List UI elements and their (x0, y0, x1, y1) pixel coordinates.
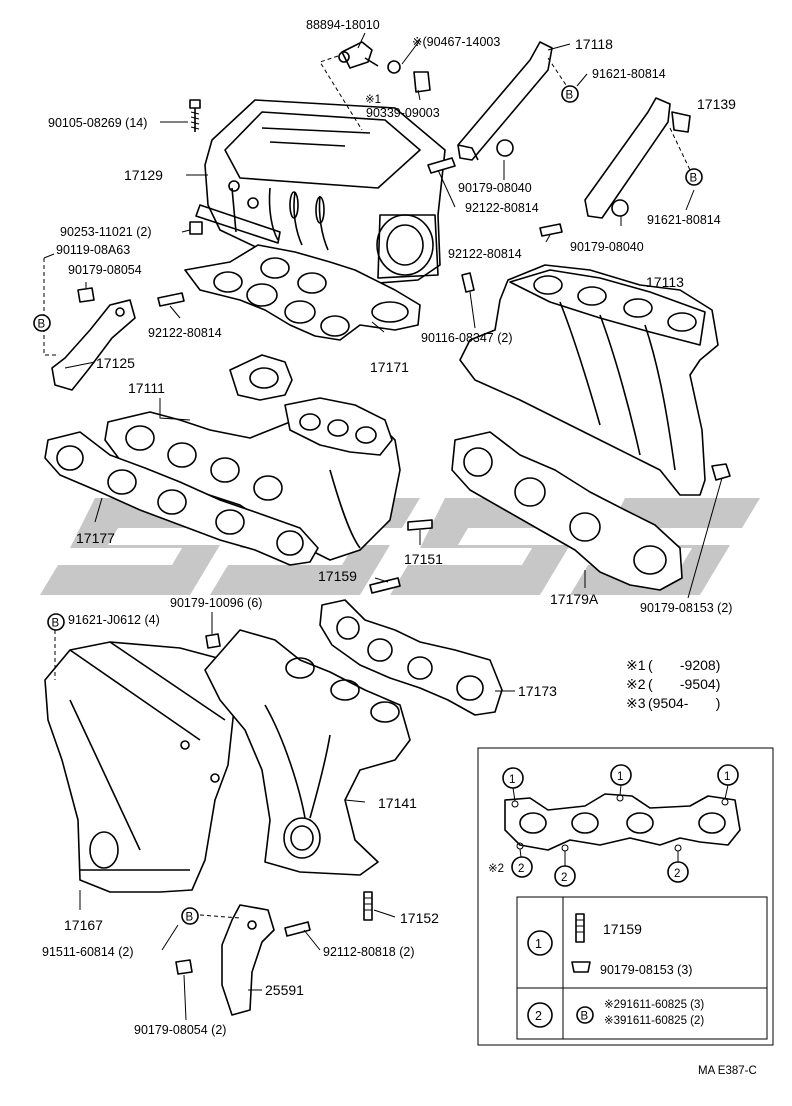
label-90179-08153: 90179-08153 (2) (640, 601, 732, 615)
label-17151: 17151 (404, 551, 443, 567)
circle-b-markers: B B B B B (33, 85, 703, 925)
label-92112-80818: 92112-80818 (2) (323, 945, 415, 959)
diagram-reference: MA E387-C (698, 1065, 757, 1077)
label-17141: 17141 (378, 795, 417, 811)
note-mark-1: ※1 (626, 657, 646, 673)
label-17171: 17171 (370, 359, 409, 375)
note-mark-3: ※3 (626, 695, 646, 711)
label-90179-08040-b: 90179-08040 (570, 240, 644, 254)
label-17179A: 17179A (550, 591, 599, 607)
inset-circle-1-c: 1 (724, 771, 730, 783)
label-17118: 17118 (575, 36, 613, 52)
label-90179-10096: 90179-10096 (6) (170, 596, 262, 610)
label-92122-80814-a: 92122-80814 (465, 201, 539, 215)
label-17159: 17159 (318, 568, 357, 584)
label-90116-08347: 90116-08347 (2) (421, 331, 513, 345)
label-90179-08054-a: 90179-08054 (68, 263, 142, 277)
intake-plenum-17129 (195, 99, 446, 284)
label-17139: 17139 (697, 96, 736, 112)
clip-90253-icon (189, 221, 203, 235)
note-range-3: (9504- ) (648, 695, 720, 711)
label-90467-14003: ※(90467-14003 (412, 35, 500, 49)
exhaust-gasket-17177 (44, 431, 319, 566)
part-labels: 88894-18010 ※(90467-14003 17118 91621-80… (42, 18, 736, 1037)
label-90179-08054-b: 90179-08054 (2) (134, 1023, 226, 1037)
bracket-25591 (221, 904, 275, 1016)
svg-text:B: B (52, 618, 60, 630)
heat-insulator-17167 (44, 641, 236, 893)
label-91511-60814: 91511-60814 (2) (42, 945, 134, 959)
note-range-2: ( -9504) (648, 676, 720, 692)
exhaust-manifold-17113 (459, 264, 719, 496)
inset-gasket-detail: 1 1 1 ※2 2 2 2 1 17159 90179-08153 (3) 2… (477, 747, 774, 1046)
stay-bracket-17118 (457, 41, 553, 161)
stud-17151-icon (407, 519, 433, 531)
leader-lines (43, 32, 723, 1021)
label-17129: 17129 (124, 167, 163, 183)
inset-circle-2-b: 2 (561, 872, 567, 884)
inset-row1-stud: 17159 (603, 921, 642, 937)
note-mark-2: ※2 (626, 676, 646, 692)
inset-row2-line2: ※391611-60825 (2) (604, 1015, 704, 1027)
svg-text:B: B (38, 319, 46, 331)
stud-92122-icon (157, 157, 563, 307)
label-90105-08269: 90105-08269 (14) (48, 116, 147, 130)
inset-circle-1-b: 1 (617, 771, 623, 783)
nut-90179-08153-icon (711, 463, 731, 481)
nut-90179-08054-b-icon (175, 959, 193, 975)
intake-manifold-17111 (104, 354, 401, 561)
label-17125: 17125 (96, 355, 135, 371)
label-92122-80814-b: 92122-80814 (148, 326, 222, 340)
label-90253-11021: 90253-11021 (2) (60, 225, 152, 239)
label-91621-J0612: 91621-J0612 (4) (68, 613, 160, 627)
svg-text:B: B (566, 90, 574, 102)
intake-gasket-17171 (184, 244, 421, 341)
stud-17159-icon (369, 577, 401, 594)
label-17152: 17152 (400, 910, 439, 926)
inset-row1-num: 1 (535, 937, 542, 951)
bracket-17125 (51, 299, 136, 391)
label-25591: 25591 (265, 982, 304, 998)
inset-circle-2-a: 2 (518, 863, 524, 875)
nut-90179-08054-icon (77, 287, 95, 303)
label-92122-80814-c: 92122-80814 (448, 247, 522, 261)
nut-90179-10096-icon (205, 633, 221, 649)
inset-row2-num: 2 (535, 1009, 542, 1023)
bolt-90105-icon (189, 99, 201, 132)
stud-17152-icon (363, 891, 373, 921)
label-17113: 17113 (646, 274, 684, 290)
inset-row1-nut: 90179-08153 (3) (600, 963, 692, 977)
exhaust-gasket-17173 (319, 599, 503, 716)
label-17177: 17177 (76, 530, 115, 546)
label-17111: 17111 (128, 380, 165, 396)
label-17167: 17167 (64, 917, 103, 933)
inset-row2-line1: ※291611-60825 (3) (604, 999, 704, 1011)
label-91621-80814-a: 91621-80814 (592, 67, 666, 81)
label-17173: 17173 (518, 683, 557, 699)
inset-mark-2: ※2 (488, 863, 504, 875)
svg-text:B: B (690, 173, 698, 185)
exhaust-gasket-17179A (451, 431, 683, 591)
inset-circle-2-c: 2 (674, 868, 680, 880)
label-note1: ※1 (365, 94, 381, 106)
svg-text:B: B (186, 912, 194, 924)
vsv-sensor-88894-icon (338, 41, 431, 93)
inset-circle-1-a: 1 (509, 774, 515, 786)
stay-bracket-17139 (584, 97, 691, 219)
label-90339-09003: 90339-09003 (366, 106, 440, 120)
label-90119-08A63: 90119-08A63 (56, 243, 130, 257)
label-90179-08040-a: 90179-08040 (458, 181, 532, 195)
note-range-1: ( -9208) (648, 657, 720, 673)
svg-text:B: B (581, 1011, 589, 1023)
label-88894-18010: 88894-18010 (306, 18, 380, 32)
label-91621-80814-b: 91621-80814 (647, 213, 721, 227)
date-notes: ※1 ( -9208) ※2 ( -9504) ※3 (9504- ) (626, 657, 720, 711)
stud-92112-icon (284, 921, 311, 937)
